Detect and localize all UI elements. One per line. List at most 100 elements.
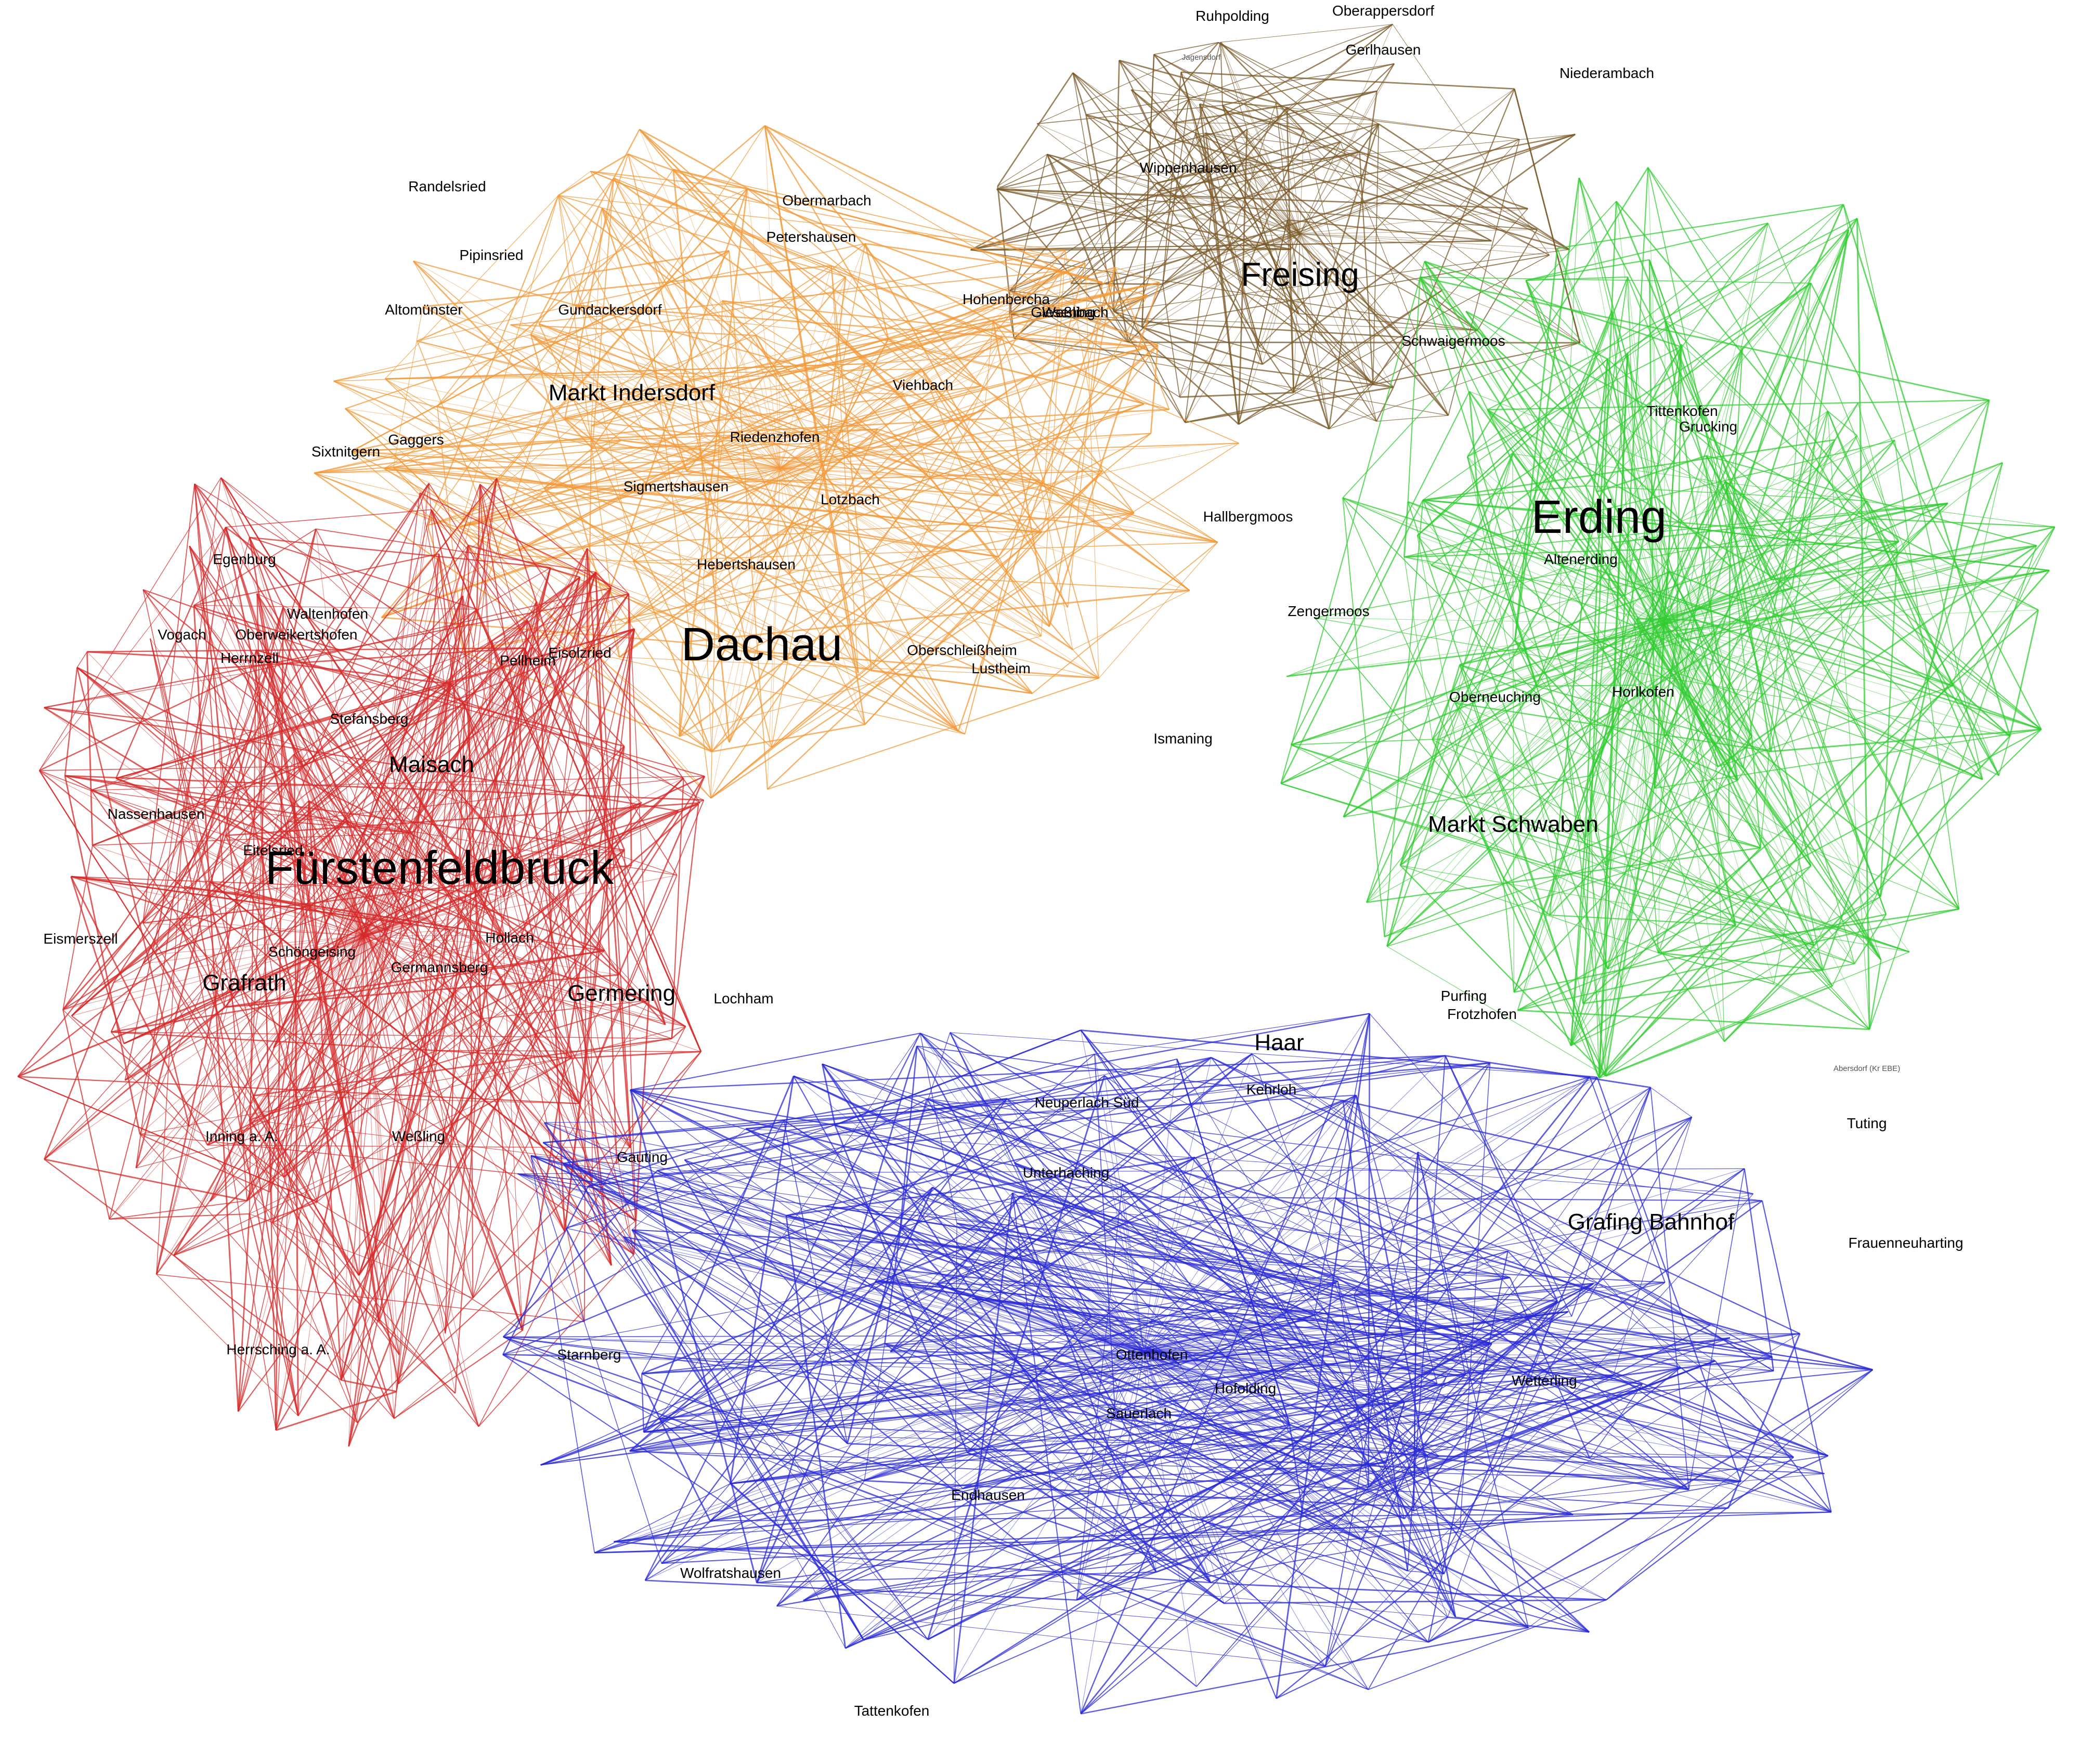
route-segment-dachau xyxy=(679,635,1042,737)
route-segment-muenchen-land xyxy=(785,1216,847,1649)
hub-spoke-fuerstenfeldbruck xyxy=(363,800,704,936)
route-segment-fuerstenfeldbruck xyxy=(317,478,497,1203)
route-segment-muenchen-land xyxy=(543,1122,864,1641)
route-segment-muenchen-land xyxy=(614,1488,963,1543)
route-segment-fuerstenfeldbruck xyxy=(44,707,335,886)
route-segment-dachau xyxy=(703,387,731,578)
route-segment-muenchen-land xyxy=(629,1343,1492,1452)
hub-spoke-dachau xyxy=(345,408,781,468)
hub-spoke-freising xyxy=(1185,233,1301,423)
route-segment-dachau xyxy=(647,125,765,307)
route-segment-fuerstenfeldbruck xyxy=(244,587,612,674)
route-segment-freising xyxy=(1359,151,1528,210)
route-network-lines xyxy=(17,23,2056,1715)
route-segment-erding xyxy=(1596,455,1707,493)
route-segment-muenchen-land xyxy=(1407,1333,1800,1572)
hub-spoke-erding xyxy=(1605,623,1665,1076)
route-segment-erding xyxy=(1280,571,1669,785)
route-segment-freising xyxy=(1392,24,1550,256)
route-segment-muenchen-land xyxy=(1115,1417,1689,1491)
route-segment-freising xyxy=(1287,219,1492,242)
route-segment-erding xyxy=(1570,571,1670,1046)
route-segment-muenchen-land xyxy=(1334,1197,1689,1491)
route-segment-muenchen-land xyxy=(1403,1300,1558,1519)
route-segment-muenchen-land xyxy=(729,1076,795,1484)
hub-spoke-dachau xyxy=(779,467,1099,678)
hub-spoke-dachau xyxy=(779,337,1003,468)
route-segment-muenchen-land xyxy=(927,1099,1355,1296)
route-segment-fuerstenfeldbruck xyxy=(71,876,450,931)
route-segment-erding xyxy=(1459,565,1730,665)
route-segment-muenchen-land xyxy=(540,1418,659,1466)
hub-spoke-muenchen-land xyxy=(1143,1351,1429,1643)
route-segment-erding xyxy=(1998,736,2011,776)
route-segment-erding xyxy=(1366,847,1761,904)
hub-spoke-fuerstenfeldbruck xyxy=(303,766,365,936)
place-label: Unterhaching xyxy=(1023,1165,1110,1181)
route-segment-freising xyxy=(1156,123,1379,184)
hub-spoke-erding xyxy=(1465,623,1665,798)
route-segment-dachau xyxy=(345,306,648,410)
route-segment-erding xyxy=(1557,654,1718,767)
route-segment-muenchen-land xyxy=(1589,1383,1643,1459)
route-segment-erding xyxy=(1856,218,1870,1030)
route-segment-freising xyxy=(970,134,1576,251)
route-segment-dachau xyxy=(518,460,697,552)
route-segment-freising xyxy=(1477,229,1538,331)
hub-spoke-muenchen-land xyxy=(1143,1351,1689,1490)
hub-spoke-erding xyxy=(1663,623,1999,776)
route-segment-dachau xyxy=(789,573,865,725)
hub-spoke-dachau xyxy=(779,394,904,468)
route-segment-fuerstenfeldbruck xyxy=(76,667,580,1104)
hub-spoke-muenchen-land xyxy=(1143,1076,1590,1352)
route-segment-freising xyxy=(1086,114,1478,331)
route-segment-dachau xyxy=(998,344,1159,557)
route-segment-fuerstenfeldbruck xyxy=(220,477,482,1019)
route-segment-dachau xyxy=(703,428,878,579)
route-segment-freising xyxy=(1162,123,1379,285)
route-segment-muenchen-land xyxy=(641,1374,645,1432)
route-segment-fuerstenfeldbruck xyxy=(220,477,642,803)
place-label: Abersdorf (Kr EBE) xyxy=(1834,1064,1900,1073)
route-segment-dachau xyxy=(314,282,1103,474)
route-segment-fuerstenfeldbruck xyxy=(419,492,528,621)
route-segment-dachau xyxy=(384,468,999,558)
route-segment-erding xyxy=(1582,969,1823,1004)
route-segment-muenchen-land xyxy=(937,1283,1439,1457)
hub-spoke-fuerstenfeldbruck xyxy=(235,893,365,936)
route-segment-dachau xyxy=(543,440,621,489)
route-segment-erding xyxy=(1419,277,1607,866)
place-label: Markt Indersdorf xyxy=(549,380,716,406)
route-segment-muenchen-land xyxy=(757,1582,1428,1643)
route-segment-dachau xyxy=(351,451,712,752)
route-segment-muenchen-land xyxy=(803,1283,1594,1601)
route-segment-fuerstenfeldbruck xyxy=(272,594,629,1223)
route-segment-fuerstenfeldbruck xyxy=(464,704,631,1148)
place-label: Petershausen xyxy=(766,229,856,245)
route-segment-freising xyxy=(1119,60,1174,124)
route-segment-fuerstenfeldbruck xyxy=(564,629,635,1232)
route-segment-freising xyxy=(1071,282,1163,285)
route-segment-muenchen-land xyxy=(629,1451,1741,1482)
hub-spoke-freising xyxy=(1173,122,1301,234)
route-segment-fuerstenfeldbruck xyxy=(479,484,612,589)
route-segment-muenchen-land xyxy=(890,1094,1357,1353)
route-segment-dachau xyxy=(385,363,865,380)
route-segment-muenchen-land xyxy=(776,1605,1325,1667)
route-segment-fuerstenfeldbruck xyxy=(113,923,215,983)
route-segment-erding xyxy=(1280,500,1424,784)
route-segment-muenchen-land xyxy=(632,1230,1078,1481)
route-segment-muenchen-land xyxy=(1014,1162,1482,1375)
route-segment-fuerstenfeldbruck xyxy=(394,596,463,1419)
place-label: Oberweikertshofen xyxy=(235,626,357,643)
route-segment-dachau xyxy=(558,195,634,561)
hub-spoke-fuerstenfeldbruck xyxy=(150,638,365,936)
route-segment-freising xyxy=(1218,42,1570,250)
hub-spoke-dachau xyxy=(779,243,866,468)
route-segment-freising xyxy=(1340,141,1550,256)
hub-spoke-muenchen-land xyxy=(969,1351,1145,1391)
route-segment-muenchen-land xyxy=(1589,1076,1666,1283)
route-segment-fuerstenfeldbruck xyxy=(358,810,679,1276)
place-label: Grafrath xyxy=(202,970,286,996)
hub-spoke-dachau xyxy=(620,440,781,468)
